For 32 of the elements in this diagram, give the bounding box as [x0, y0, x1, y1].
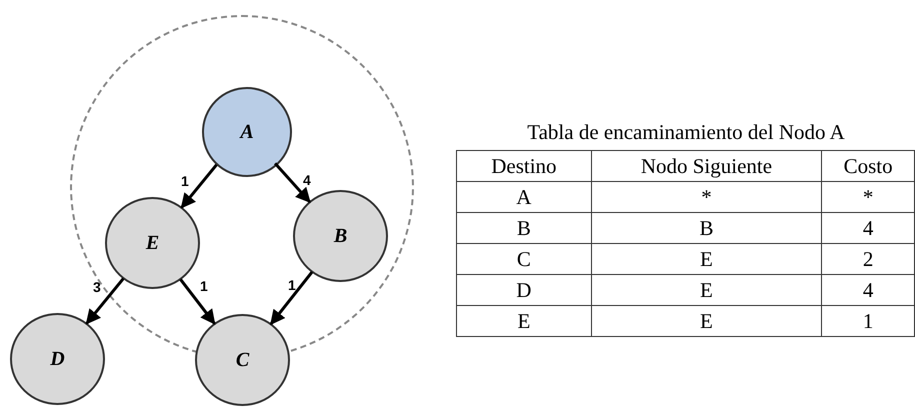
- arrow: [274, 162, 311, 203]
- table-cell: E: [456, 306, 592, 336]
- header-cell: Nodo Siguiente: [591, 150, 822, 182]
- node-circle: A: [202, 87, 292, 177]
- table-cell: A: [456, 182, 592, 212]
- table-cell: B: [591, 212, 822, 244]
- edge-label: 1: [288, 277, 296, 293]
- table-cell: E: [591, 306, 822, 336]
- arrow: [180, 164, 218, 209]
- table-cell: 2: [822, 244, 914, 274]
- node-circle: D: [10, 313, 105, 405]
- table-cell: B: [456, 212, 592, 244]
- edge-label: 1: [200, 278, 208, 294]
- table-cell: 1: [822, 306, 914, 336]
- header-cell: Costo: [822, 150, 914, 182]
- arrow: [85, 278, 125, 325]
- arrow: [270, 271, 314, 326]
- arrow: [179, 278, 216, 325]
- table-cell: D: [456, 274, 592, 306]
- table-cell: *: [822, 182, 914, 212]
- table-cell: C: [456, 244, 592, 274]
- table-cell: E: [591, 274, 822, 306]
- edge-label: 4: [303, 172, 311, 188]
- table-cell: 4: [822, 212, 914, 244]
- table-title: Tabla de encaminamiento del Nodo A: [526, 120, 846, 145]
- edge-label: 3: [93, 279, 101, 295]
- table-cell: 4: [822, 274, 914, 306]
- header-cell: Destino: [456, 150, 592, 182]
- table-cell: *: [591, 182, 822, 212]
- table-cell: E: [591, 244, 822, 274]
- node-circle: C: [195, 314, 290, 406]
- edge-label: 1: [181, 173, 189, 189]
